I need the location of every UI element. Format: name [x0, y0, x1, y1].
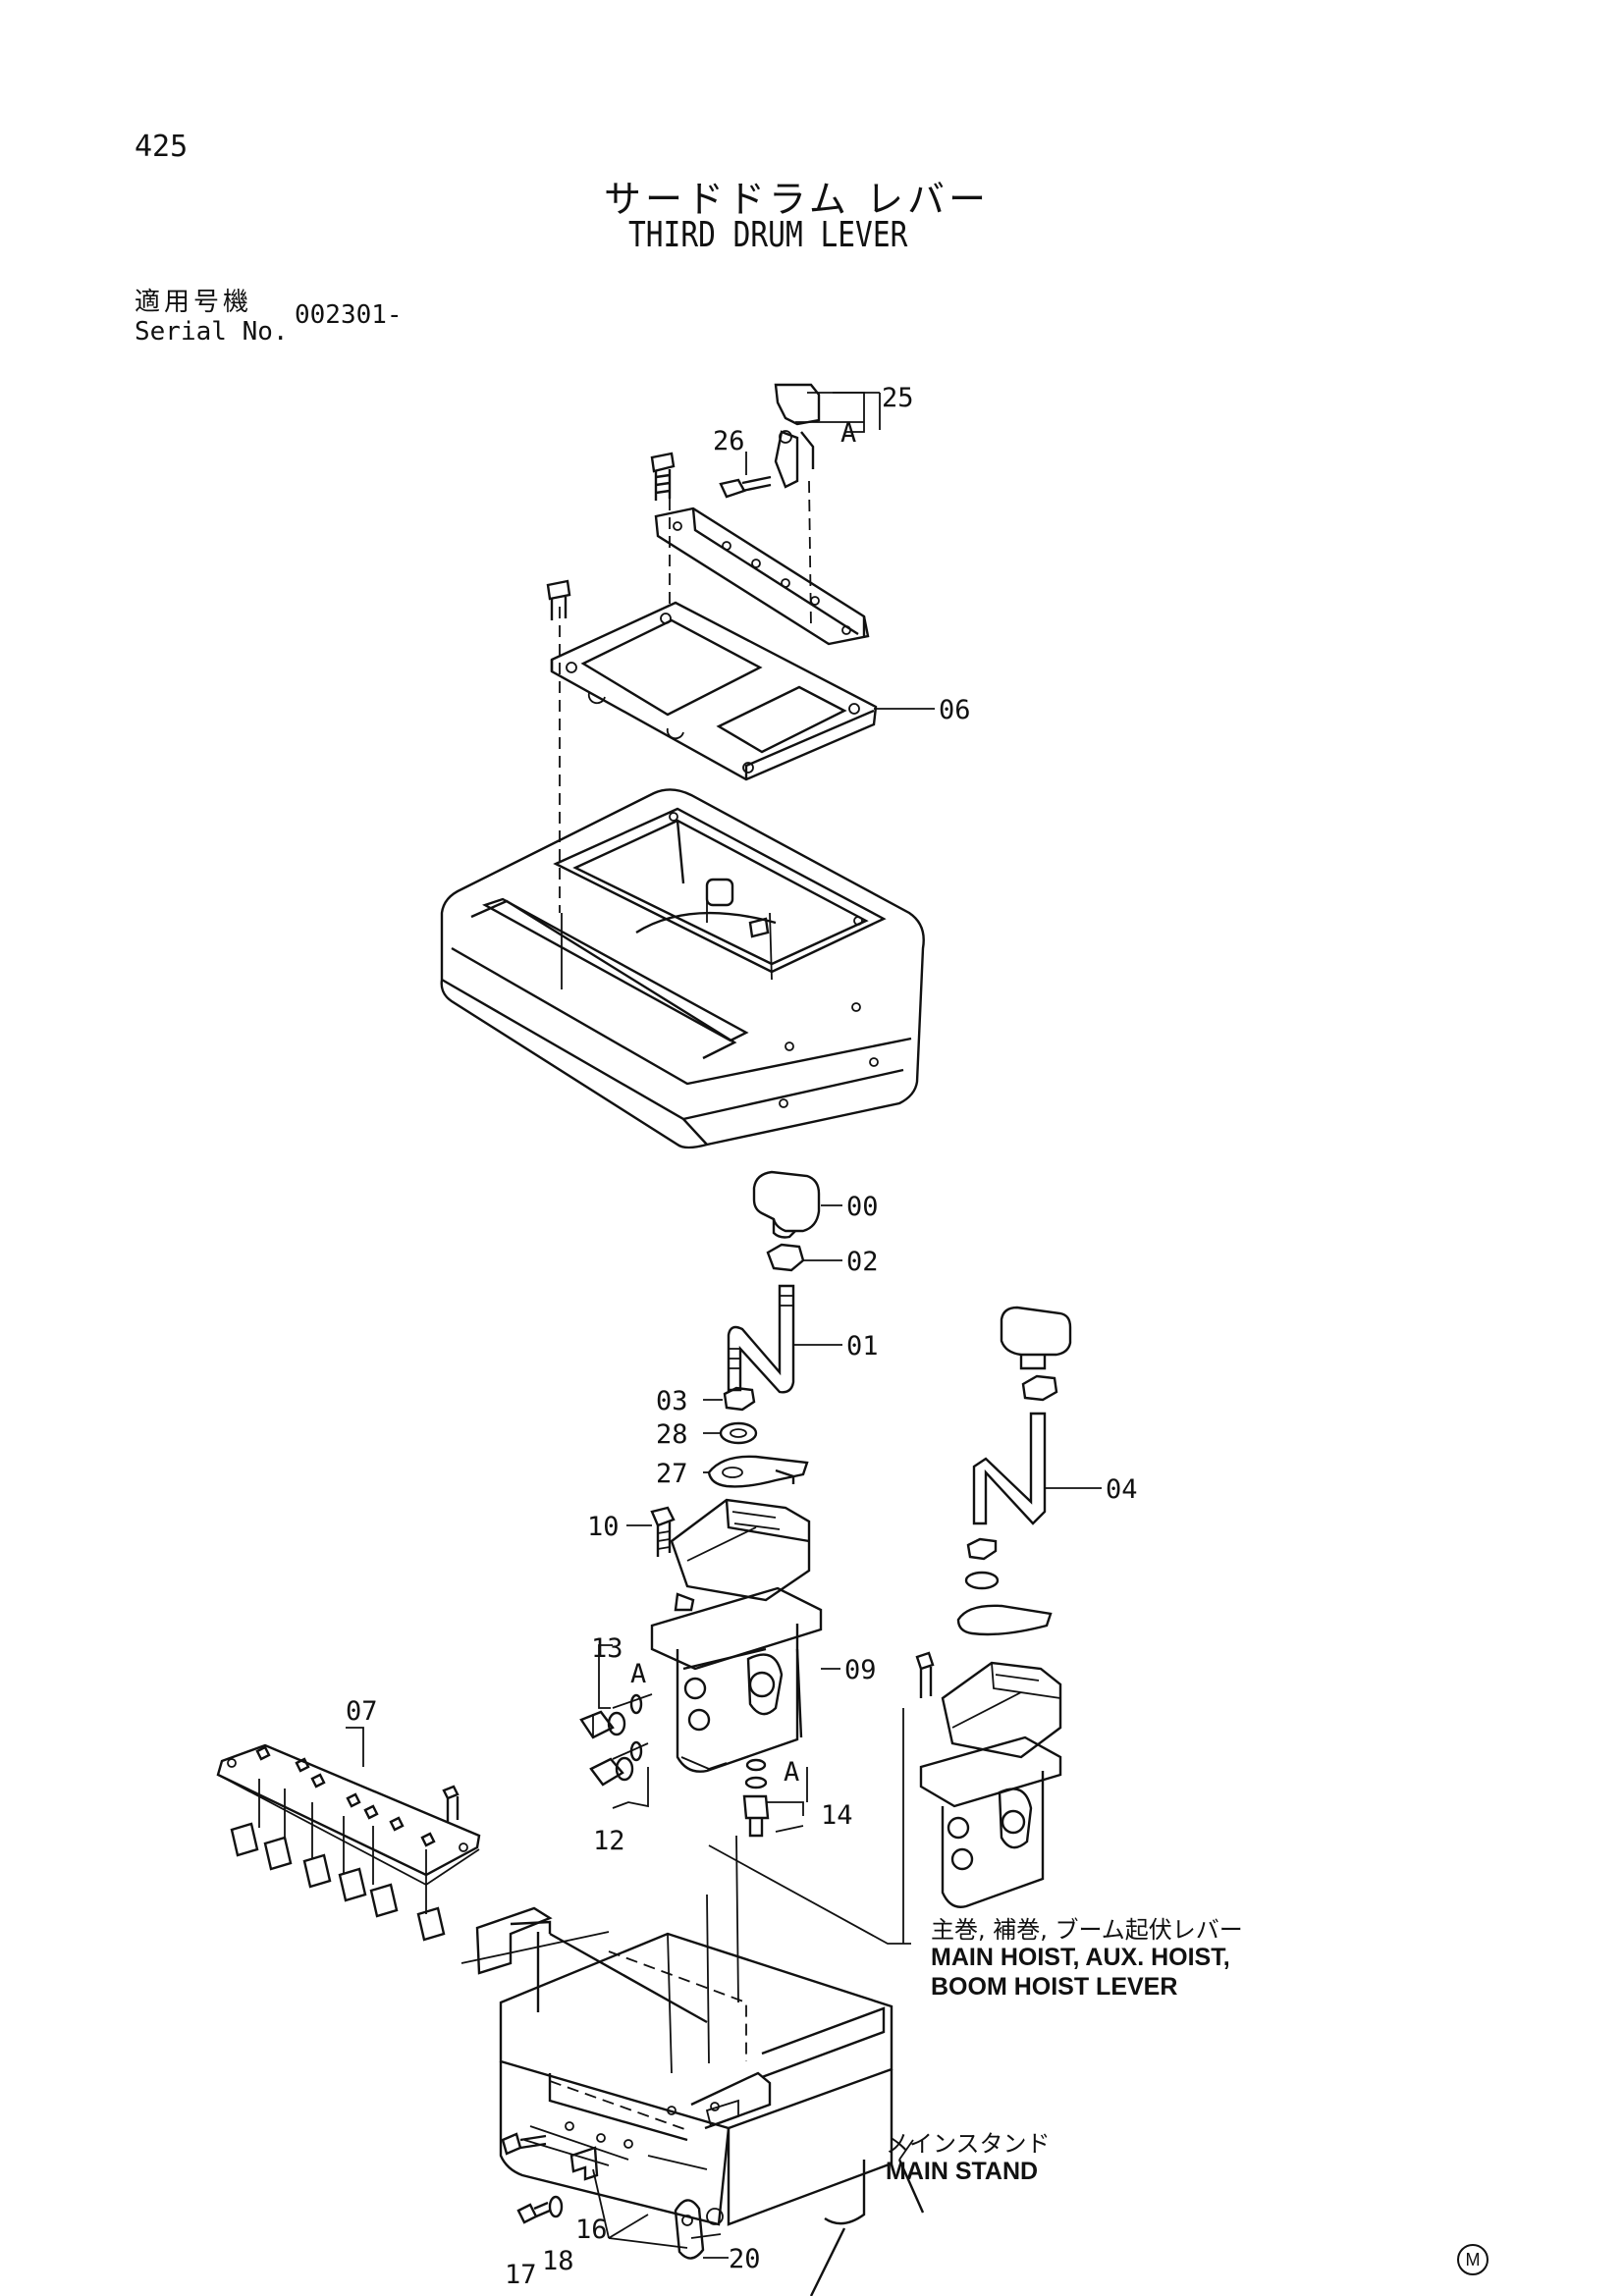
screw-left	[501, 2132, 547, 2156]
bolt-part-17	[516, 2201, 551, 2224]
fitting-part-14	[742, 1776, 770, 1838]
page-number: 425	[135, 130, 189, 164]
o-ring-left-upper	[629, 1693, 643, 1715]
angle-bar	[654, 507, 870, 646]
title-english: THIRD DRUM LEVER	[628, 215, 908, 255]
knob-part-00	[752, 1170, 821, 1239]
callout-a-right: A	[784, 1757, 799, 1788]
callout-00: 00	[846, 1192, 879, 1222]
callout-28: 28	[656, 1419, 688, 1450]
main-stand-note-english: MAIN STAND	[886, 2158, 1039, 2185]
title-japanese: サードドラム レバー	[604, 178, 990, 221]
main-stand-note-japanese: メインスタンド	[886, 2130, 1051, 2158]
callout-25: 25	[882, 383, 914, 413]
callout-12: 12	[593, 1826, 625, 1856]
o-ring-left-lower	[629, 1740, 643, 1762]
serial-label-japanese: 適用号機	[135, 288, 253, 317]
bolt-part-26	[719, 475, 772, 499]
callout-14: 14	[821, 1800, 853, 1831]
callout-16: 16	[575, 2215, 608, 2245]
callout-02: 02	[846, 1247, 879, 1277]
main-hoist-lever-assembly	[915, 1306, 1072, 1908]
callout-01: 01	[846, 1331, 879, 1362]
main-hoist-note-japanese: 主巻, 補巻, ブーム起伏レバー	[931, 1916, 1243, 1944]
callout-10: 10	[587, 1512, 620, 1542]
callout-04: 04	[1106, 1474, 1138, 1505]
main-stand	[475, 1835, 925, 2296]
callout-18: 18	[542, 2246, 574, 2276]
serial-number-value: 002301-	[295, 300, 403, 330]
callout-09: 09	[844, 1655, 877, 1685]
callout-27: 27	[656, 1459, 688, 1489]
bent-lever-part-01	[727, 1284, 795, 1394]
washer-part-28	[719, 1421, 758, 1445]
callout-20: 20	[729, 2244, 761, 2274]
bracket-part-25	[774, 383, 821, 489]
fitting-part-13	[579, 1710, 626, 1739]
callout-a-left: A	[630, 1659, 646, 1689]
manufacturer-mark: M	[1457, 2244, 1489, 2275]
callout-03: 03	[656, 1386, 688, 1416]
console-cover	[440, 788, 925, 1149]
o-ring-right	[745, 1758, 767, 1772]
pilot-valve-part-09	[650, 1498, 823, 1773]
callout-17: 17	[505, 2260, 537, 2290]
bolt-part-10	[650, 1506, 676, 1557]
terminal-block-part-07	[216, 1743, 481, 1942]
main-hoist-note-english-1: MAIN HOIST, AUX. HOIST,	[931, 1944, 1230, 1971]
callout-13: 13	[591, 1633, 623, 1664]
nut-part-02	[766, 1243, 805, 1272]
plate-part-27	[707, 1455, 809, 1488]
part-labels: 25 A 26 06 00 02 01 03 28 27 04 10 13 A …	[346, 383, 1138, 2290]
clamp-part-16	[569, 2146, 599, 2181]
bolt-top-left	[650, 452, 676, 501]
washer-part-18	[548, 2195, 564, 2218]
callout-26: 26	[713, 426, 745, 456]
clamp-part-20	[674, 2199, 705, 2260]
cover-plate-part-06	[550, 601, 878, 781]
leader-lines	[346, 392, 1102, 2259]
bolt-mid-left	[546, 579, 571, 620]
callout-07: 07	[346, 1696, 378, 1727]
nut-part-03	[723, 1386, 756, 1412]
callout-06: 06	[939, 695, 971, 725]
callout-a-top: A	[840, 418, 856, 449]
serial-label-english: Serial No.	[135, 317, 289, 347]
main-hoist-note-english-2: BOOM HOIST LEVER	[931, 1973, 1178, 2001]
fitting-part-12	[589, 1756, 634, 1787]
